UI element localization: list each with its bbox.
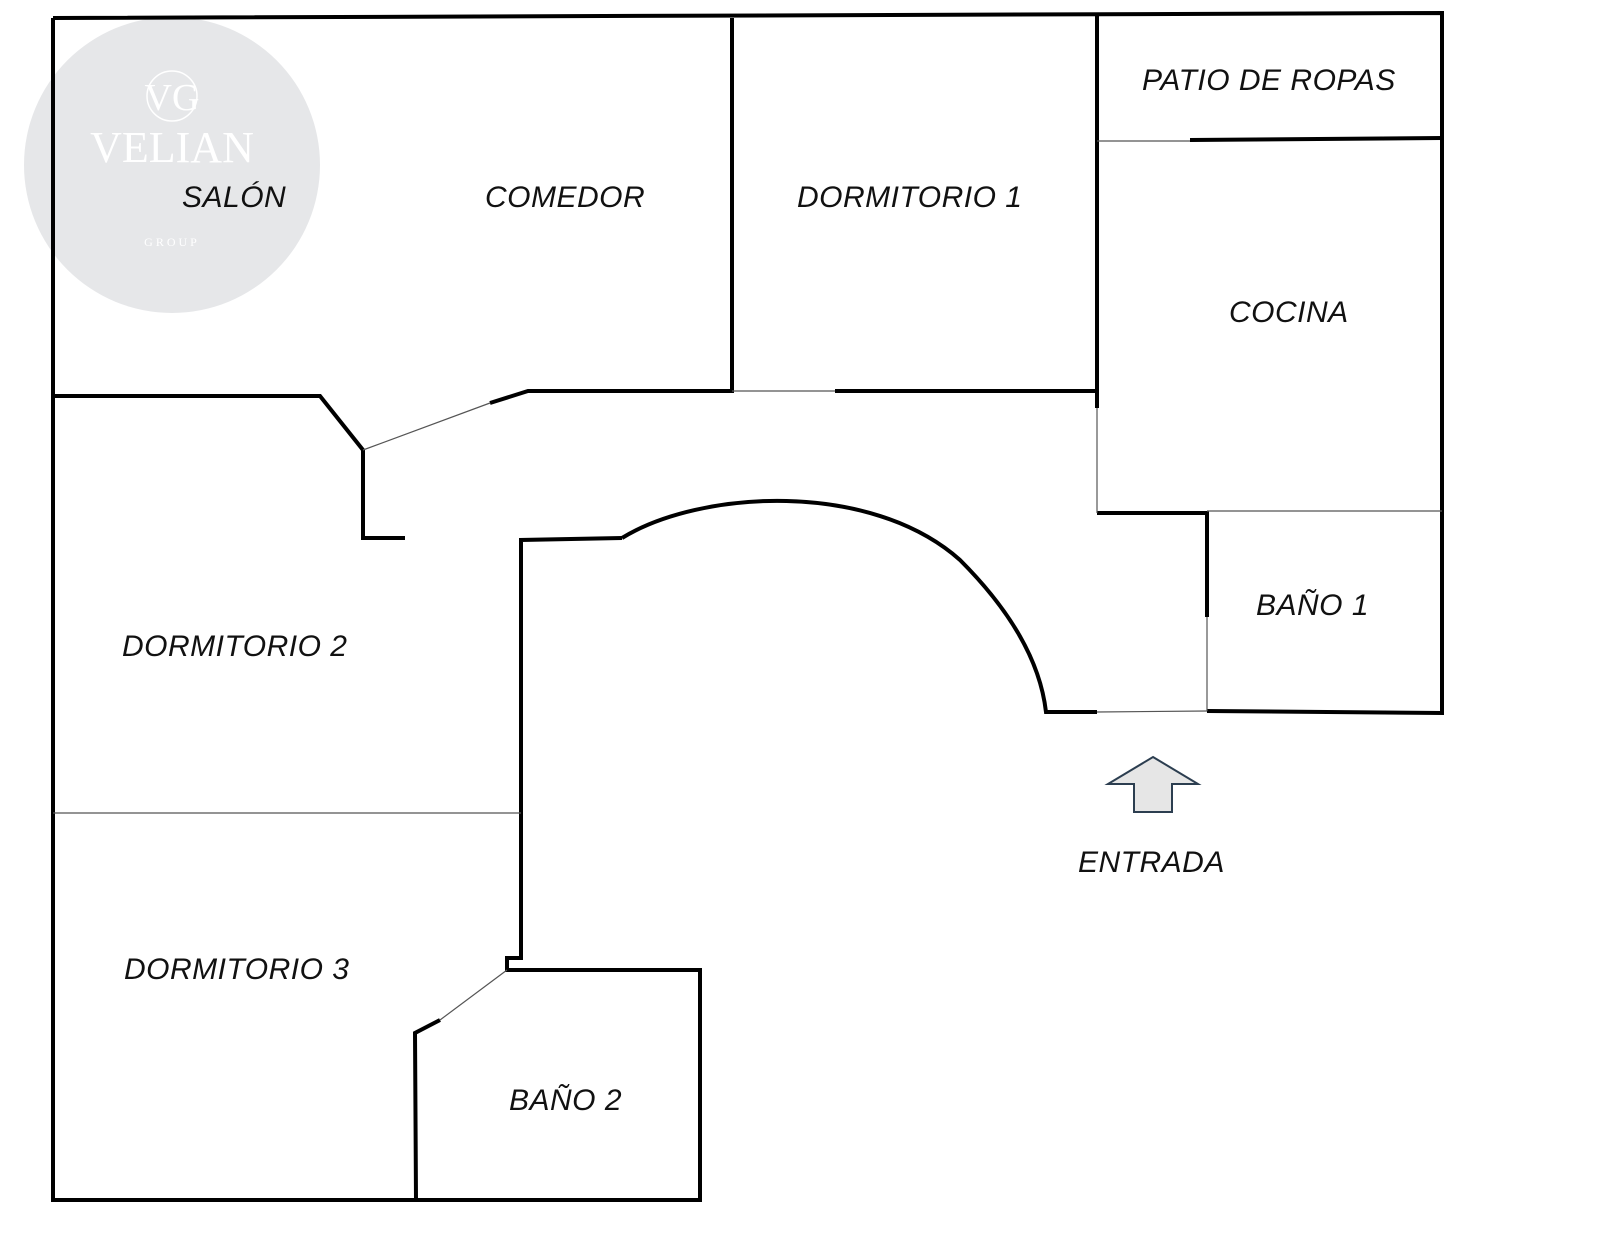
logo-name: VELIAN: [90, 123, 254, 172]
label-dormitorio-2: DORMITORIO 2: [122, 630, 347, 663]
label-dormitorio-3: DORMITORIO 3: [124, 953, 349, 986]
label-patio-de-ropas: PATIO DE ROPAS: [1142, 64, 1396, 97]
thin-lines-doors: [53, 140, 1442, 1021]
label-bano-2: BAÑO 2: [509, 1083, 622, 1117]
label-entrada: ENTRADA: [1078, 846, 1225, 879]
label-comedor: COMEDOR: [485, 181, 645, 214]
logo-sub: GROUP: [144, 235, 200, 249]
label-bano-1: BAÑO 1: [1256, 588, 1369, 622]
watermark-logo: VG VELIAN GROUP: [24, 17, 320, 313]
label-salon: SALÓN: [182, 181, 286, 214]
entrance-arrow-icon: [1104, 755, 1202, 813]
label-dormitorio-1: DORMITORIO 1: [797, 181, 1022, 214]
room-labels: SALÓN COMEDOR DORMITORIO 1 PATIO DE ROPA…: [122, 64, 1396, 1117]
logo-monogram: VG: [145, 77, 200, 119]
label-cocina: COCINA: [1229, 296, 1349, 329]
